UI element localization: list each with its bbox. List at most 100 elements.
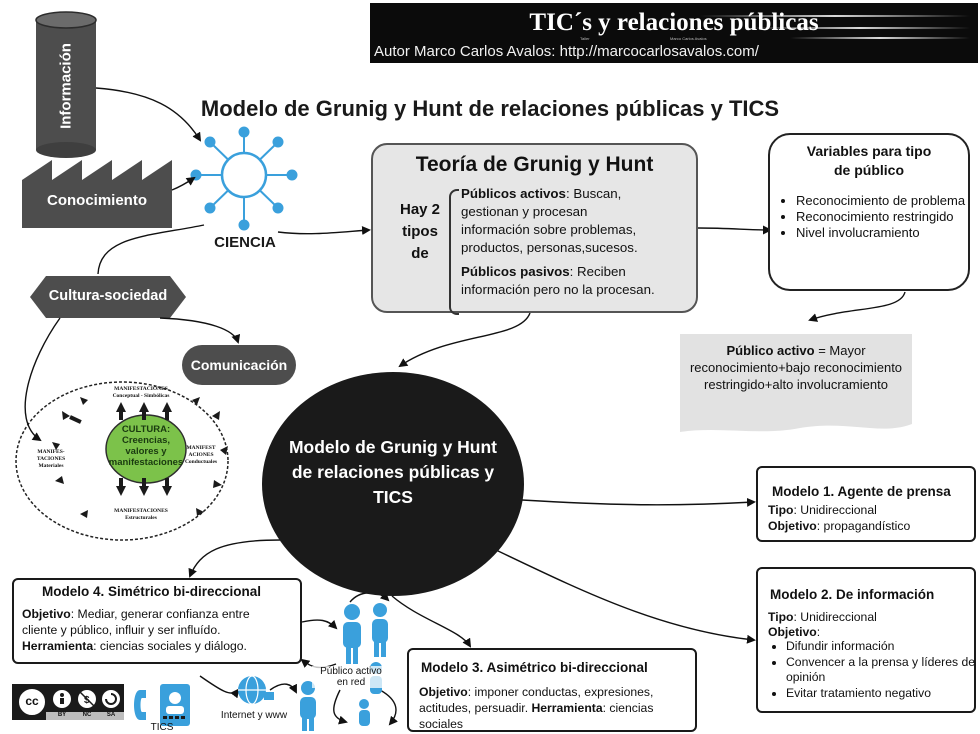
modelo1-objetivo-label: Objetivo	[768, 519, 817, 533]
modelo1-box: Modelo 1. Agente de prensa Tipo: Unidire…	[756, 466, 976, 542]
publicos-activos-text: Públicos activos: Buscan, gestionan y pr…	[461, 185, 697, 257]
tics-icon	[134, 684, 190, 726]
culture-left-text: MANIFES- TACIONES Materiales	[28, 449, 74, 470]
internet-label: Internet y www	[220, 710, 288, 721]
modelo4-objetivo-label: Objetivo	[22, 607, 71, 621]
publico-activo-term: Público activo	[726, 343, 815, 358]
header-title: TIC´s y relaciones públicas	[529, 9, 819, 36]
cc-nc-label: NC	[82, 712, 92, 718]
publicos-activos-term: Públicos activos	[461, 186, 566, 201]
modelo2-tipo: Tipo: Unidireccional	[768, 609, 877, 625]
modelo2-item: Difundir información	[786, 639, 980, 655]
header-subtitle-small: Taller	[580, 36, 590, 41]
teoria-brace	[449, 189, 459, 315]
teoria-hay-line: tipos	[402, 223, 438, 240]
center-circle-line: de relaciones públicas y	[291, 462, 495, 482]
publico-activo-formula: = Mayor reconocimiento+bajo reconocimien…	[689, 343, 903, 392]
modelo3-objetivo-label: Objetivo	[419, 685, 468, 699]
modelo4-herramienta-value: : ciencias sociales y diálogo.	[93, 639, 247, 653]
culture-center-text: CULTURA: Creencias, valores y manifestac…	[106, 424, 186, 468]
informacion-text: Información	[57, 43, 75, 129]
modelo3-title: Modelo 3. Asimétrico bi-direccional	[421, 660, 648, 675]
modelo3-herramienta-label: Herramienta	[531, 701, 603, 715]
culture-bottom-line: Estructurales	[125, 515, 157, 521]
publicos-pasivos-intro: : Reciben	[569, 264, 626, 279]
culture-bottom-text: MANIFESTACIONES Estructurales	[86, 508, 196, 522]
modelo3-line: sociales	[419, 717, 464, 731]
culture-center-line: valores y	[125, 446, 167, 457]
informacion-cylinder	[35, 11, 97, 158]
header-light-streak	[750, 27, 970, 29]
tics-label: TICS	[150, 722, 174, 733]
ciencia-hub-icon	[190, 126, 298, 231]
modelo2-objetivo-label: Objetivo	[768, 625, 817, 639]
variables-item: Reconocimiento de problema	[796, 193, 968, 209]
modelo3-box: Modelo 3. Asimétrico bi-direccional Obje…	[407, 648, 697, 732]
publicos-activos-line: productos, personas,sucesos.	[461, 240, 638, 255]
modelo4-title: Modelo 4. Simétrico bi-direccional	[42, 584, 262, 599]
center-circle-line: Modelo de Grunig y Hunt	[288, 437, 498, 457]
modelo3-body: Objetivo: imponer conductas, expresiones…	[419, 684, 693, 732]
publicos-activos-intro: : Buscan,	[565, 186, 622, 201]
modelo3-line: actitudes, persuadir.	[419, 701, 532, 715]
variables-title-line: Variables para tipo	[806, 143, 932, 159]
publicos-activos-line: información sobre problemas,	[461, 222, 637, 237]
culture-right-line: MANIFEST	[186, 445, 216, 451]
modelo1-tipo-label: Tipo	[768, 503, 794, 517]
variables-title: Variables para tipo de público	[770, 142, 968, 180]
culture-right-line: Conductuales	[184, 459, 218, 465]
modelo2-tipo-label: Tipo	[768, 610, 794, 624]
culture-right-line: ACIONES	[188, 452, 214, 458]
modelo4-box: Modelo 4. Simétrico bi-direccional Objet…	[12, 578, 302, 664]
culture-left-line: Materiales	[38, 463, 64, 469]
culture-center-line: Creencias,	[121, 435, 171, 446]
modelo1-title: Modelo 1. Agente de prensa	[772, 484, 951, 499]
header-light-streak	[790, 37, 970, 39]
culture-bottom-line: MANIFESTACIONES	[114, 508, 168, 514]
svg-text:$: $	[84, 695, 90, 706]
culture-top-text: MANIFESTACIONES Conceptual - Simbólicas	[86, 386, 196, 400]
modelo2-item: Convencer a la prensa y líderes de opini…	[786, 655, 980, 686]
header-author-small: Marco Carlos Avalos	[670, 36, 707, 41]
variables-title-line: de público	[834, 162, 904, 178]
publicos-pasivos-line: información pero no la procesan.	[461, 282, 655, 297]
modelo2-box: Modelo 2. De información Tipo: Unidirecc…	[756, 567, 976, 713]
variables-box: Variables para tipo de público Reconocim…	[768, 133, 970, 291]
modelo1-objetivo-value: : propagandístico	[816, 519, 911, 533]
culture-center-line: manifestaciones	[108, 457, 184, 468]
modelo2-objetivo: Objetivo:	[768, 624, 820, 640]
center-circle-line: TICS	[373, 487, 413, 507]
conocimiento-label: Conocimiento	[47, 192, 147, 209]
publicos-activos-line: gestionan y procesan	[461, 204, 588, 219]
modelo4-body: Objetivo: Mediar, generar confianza entr…	[22, 606, 298, 654]
internet-globe-icon	[238, 675, 274, 705]
publico-activo-text: Público activo = Mayor reconocimiento+ba…	[684, 342, 908, 393]
modelo1-tipo: Tipo: Unidireccional	[768, 502, 877, 518]
conocimiento-factory	[22, 160, 172, 228]
creative-commons-badge: $	[12, 684, 124, 720]
culture-center-line: CULTURA:	[121, 424, 171, 435]
informacion-label: Información	[58, 43, 75, 129]
culture-top-line: Conceptual - Simbólicas	[112, 393, 170, 399]
header-light-streak	[700, 15, 970, 17]
modelo2-item: Evitar tratamiento negativo	[786, 686, 980, 702]
modelo3-herramienta-value: : ciencias	[602, 701, 654, 715]
modelo2-list: Difundir información Convencer a la pren…	[772, 639, 980, 701]
modelo2-tipo-value: : Unidireccional	[793, 610, 877, 624]
variables-item: Reconocimiento restringido	[796, 209, 968, 225]
header-author-line: Autor Marco Carlos Avalos: http://marcoc…	[374, 43, 759, 60]
teoria-hay-line: de	[411, 245, 429, 262]
variables-list: Reconocimiento de problema Reconocimient…	[780, 193, 968, 241]
ciencia-label: CIENCIA	[214, 234, 276, 251]
teoria-hay-line: Hay 2	[399, 201, 441, 218]
modelo4-objetivo-line2: cliente y público, influir y ser influíd…	[22, 623, 221, 637]
culture-left-line: TACIONES	[36, 456, 66, 462]
modelo2-objetivo-value: :	[816, 625, 821, 639]
modelo3-line: : imponer conductas, expresiones,	[467, 685, 654, 699]
publicos-pasivos-text: Públicos pasivos: Reciben información pe…	[461, 263, 697, 299]
cc-label: cc	[25, 694, 39, 708]
publico-red-line: Público activo	[320, 666, 382, 677]
teoria-box: Teoría de Grunig y Hunt Hay 2 tipos de P…	[371, 143, 698, 315]
cc-sa-label: SA	[106, 712, 116, 718]
